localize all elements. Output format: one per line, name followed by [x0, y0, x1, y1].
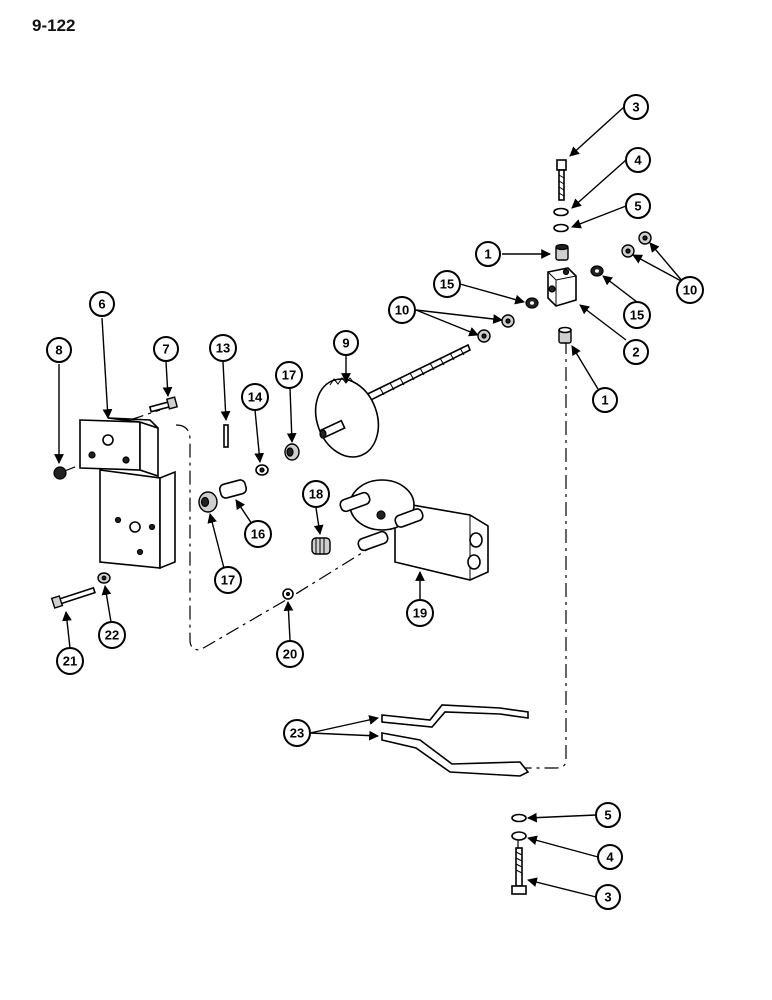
- nuts-10-left: [477, 314, 515, 343]
- pivot-block-2: [547, 267, 577, 307]
- callout-5-bottom-label: 5: [604, 808, 611, 823]
- callout-10-right: 10: [676, 276, 704, 304]
- nut-8: [53, 466, 67, 480]
- motor-19: [339, 479, 489, 581]
- callout-18-label: 18: [309, 487, 323, 502]
- callout-19-label: 19: [413, 606, 427, 621]
- callout-23-label: 23: [290, 726, 304, 741]
- callout-2-label: 2: [632, 345, 639, 360]
- callout-3-top-label: 3: [632, 100, 639, 115]
- lock-washer-4-bottom: [511, 831, 527, 841]
- callout-14-label: 14: [248, 390, 263, 405]
- callout-17-top: 17: [275, 361, 303, 389]
- callout-18: 18: [302, 480, 330, 508]
- washer-22: [97, 572, 111, 584]
- callout-5-top: 5: [625, 193, 651, 219]
- callout-1-bottom: 1: [592, 387, 618, 413]
- straps-23: [381, 704, 530, 777]
- callout-5-bottom: 5: [595, 802, 621, 828]
- callout-15-right: 15: [623, 301, 651, 329]
- callout-9: 9: [333, 330, 359, 356]
- callout-4-top-label: 4: [634, 153, 642, 168]
- callout-16-label: 16: [251, 527, 265, 542]
- bushing-1-bottom: [558, 326, 572, 344]
- callout-20-label: 20: [283, 647, 297, 662]
- callout-6: 6: [89, 291, 115, 317]
- mounting-bracket-6: [79, 417, 176, 570]
- bolt-3-bottom: [511, 847, 527, 895]
- screw-7: [148, 396, 179, 413]
- callout-19: 19: [406, 599, 434, 627]
- washer-5-top: [553, 223, 569, 233]
- leader-lines: [54, 106, 684, 898]
- lock-washer-4-top: [553, 207, 569, 217]
- washer-15-left: [525, 297, 539, 309]
- bushing-17-top: [284, 443, 300, 461]
- callout-22-label: 22: [105, 628, 119, 643]
- callout-16: 16: [244, 520, 272, 548]
- bushing-1-top: [555, 243, 569, 261]
- nuts-10-right: [621, 231, 652, 258]
- screw-21: [50, 586, 96, 609]
- pin-13: [223, 424, 229, 448]
- callout-3-bottom: 3: [595, 884, 621, 910]
- callout-8-label: 8: [55, 343, 62, 358]
- callout-1-top: 1: [475, 241, 501, 267]
- bushing-17-bottom: [198, 491, 218, 513]
- callout-5-top-label: 5: [634, 199, 641, 214]
- callout-20: 20: [276, 640, 304, 668]
- sleeve-16: [218, 479, 248, 499]
- callout-15-left-label: 15: [440, 277, 454, 292]
- callout-14: 14: [241, 383, 269, 411]
- callout-2: 2: [623, 339, 649, 365]
- washer-15-right: [590, 265, 604, 277]
- washer-14: [255, 464, 269, 476]
- washer-20: [282, 588, 294, 600]
- spring-18: [311, 537, 331, 555]
- callout-17-bottom: 17: [214, 566, 242, 594]
- callout-10-right-label: 10: [683, 283, 697, 298]
- callout-3-bottom-label: 3: [604, 890, 611, 905]
- washer-5-bottom: [511, 813, 527, 823]
- callout-10-left-label: 10: [395, 303, 409, 318]
- callout-21-label: 21: [63, 654, 77, 669]
- page-number-label: 9-122: [32, 16, 76, 35]
- callout-8: 8: [46, 337, 72, 363]
- gear-and-shaft-9: [314, 343, 472, 458]
- callout-1-bottom-label: 1: [601, 393, 608, 408]
- callout-7: 7: [153, 336, 179, 362]
- callout-3-top: 3: [623, 94, 649, 120]
- callout-4-top: 4: [625, 147, 651, 173]
- callout-7-label: 7: [162, 342, 169, 357]
- callout-22: 22: [98, 621, 126, 649]
- callout-21: 21: [56, 647, 84, 675]
- callout-6-label: 6: [98, 297, 105, 312]
- callout-15-right-label: 15: [630, 308, 644, 323]
- callout-23: 23: [283, 719, 311, 747]
- callout-4-bottom-label: 4: [606, 850, 614, 865]
- callout-15-left: 15: [433, 270, 461, 298]
- callout-4-bottom: 4: [597, 844, 623, 870]
- callout-10-left: 10: [388, 296, 416, 324]
- callout-13: 13: [209, 334, 237, 362]
- bolt-3-top: [556, 159, 567, 201]
- callout-17-top-label: 17: [282, 368, 296, 383]
- callout-17-bottom-label: 17: [221, 573, 235, 588]
- callout-13-label: 13: [216, 341, 230, 356]
- callout-9-label: 9: [342, 336, 349, 351]
- callout-1-top-label: 1: [484, 247, 491, 262]
